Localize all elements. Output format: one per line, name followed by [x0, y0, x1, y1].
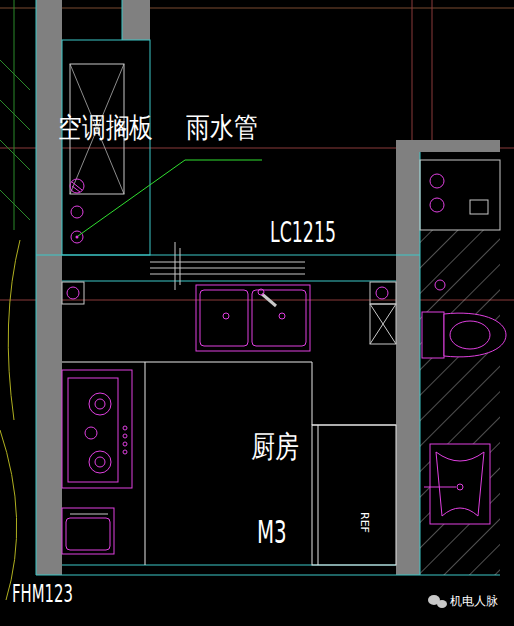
ac-shelf — [70, 64, 124, 243]
door-code: FHM123 — [12, 582, 73, 606]
wall-outlines — [36, 0, 500, 575]
callout-text: 空调搁板 — [58, 114, 153, 142]
bathroom-fixtures — [420, 160, 506, 524]
callout-text: 雨水管 — [186, 114, 257, 142]
watermark-icon — [428, 595, 447, 608]
hatching — [420, 230, 500, 575]
room-name: 厨房 — [251, 432, 299, 462]
appliance-label: REF — [359, 512, 370, 533]
watermark: 机电人脉 — [450, 595, 498, 607]
door-swings — [0, 0, 30, 600]
door-code: M3 — [257, 516, 287, 548]
pipes — [62, 282, 396, 344]
walls — [36, 0, 500, 575]
kitchen-sink — [196, 285, 310, 351]
window — [150, 242, 305, 290]
hand-sink — [62, 508, 114, 554]
counter-outlines — [62, 362, 396, 565]
gas-stove — [62, 370, 132, 488]
leader-line — [78, 160, 262, 236]
window-code: LC1215 — [270, 219, 336, 247]
